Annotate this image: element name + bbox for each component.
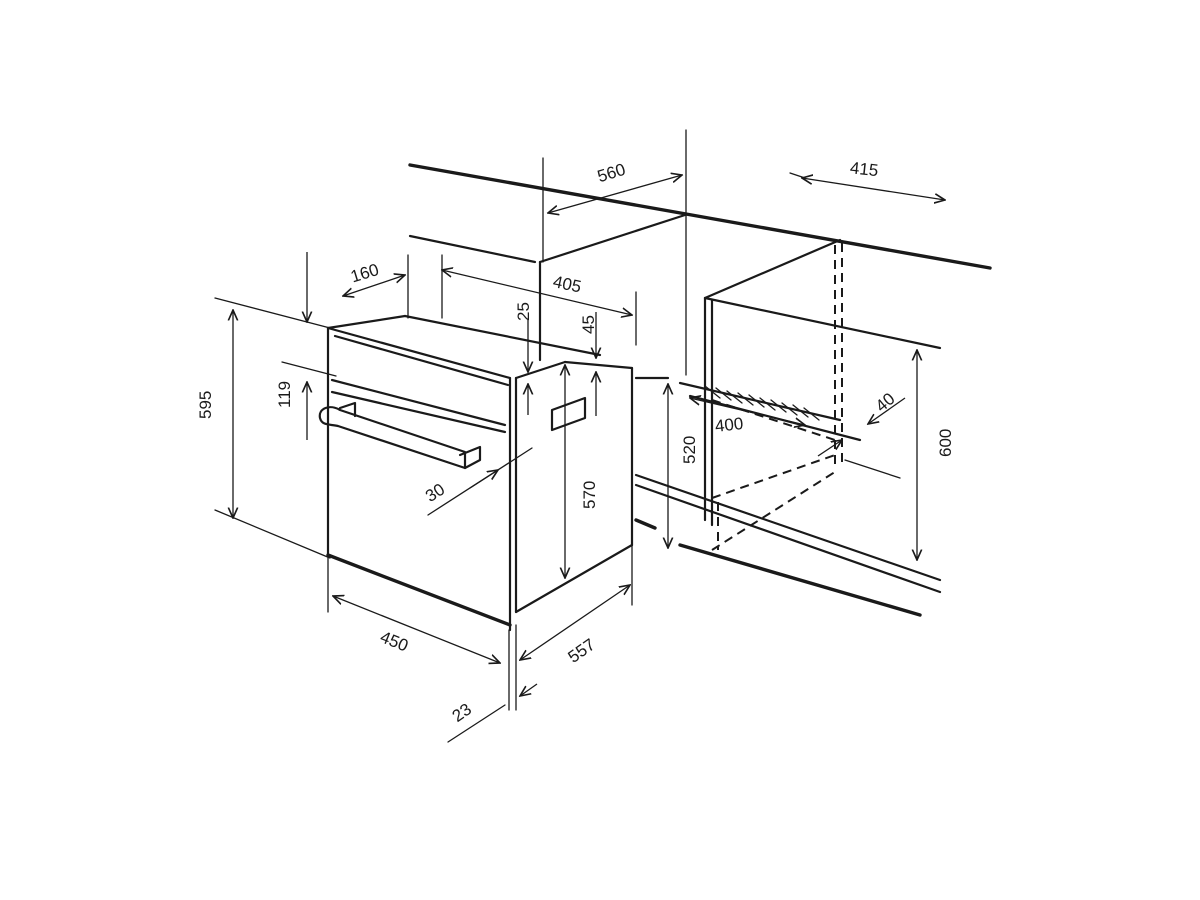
dim-400-label: 400 [714,414,744,436]
dim-595-label: 595 [196,391,215,419]
dim-600-label: 600 [936,429,955,457]
dim-25-label: 25 [514,302,533,321]
cabinet-niche [408,129,992,617]
dim-45-label: 45 [579,315,598,334]
dim-557-label: 557 [564,635,598,667]
oven [318,314,634,632]
dim-160-label: 160 [348,260,381,286]
dim-119-label: 119 [275,381,294,408]
dim-520-label: 520 [680,436,699,464]
dimension-lines [214,172,945,743]
dim-405-label: 405 [551,272,583,296]
dim-450-label: 450 [377,627,410,655]
dim-570-label: 570 [580,481,599,509]
dim-415-label: 415 [849,158,879,180]
dim-23-label: 23 [449,700,475,726]
dim-30-label: 30 [422,480,448,506]
dim-560-label: 560 [595,160,628,186]
dim-40-label: 40 [872,389,899,416]
